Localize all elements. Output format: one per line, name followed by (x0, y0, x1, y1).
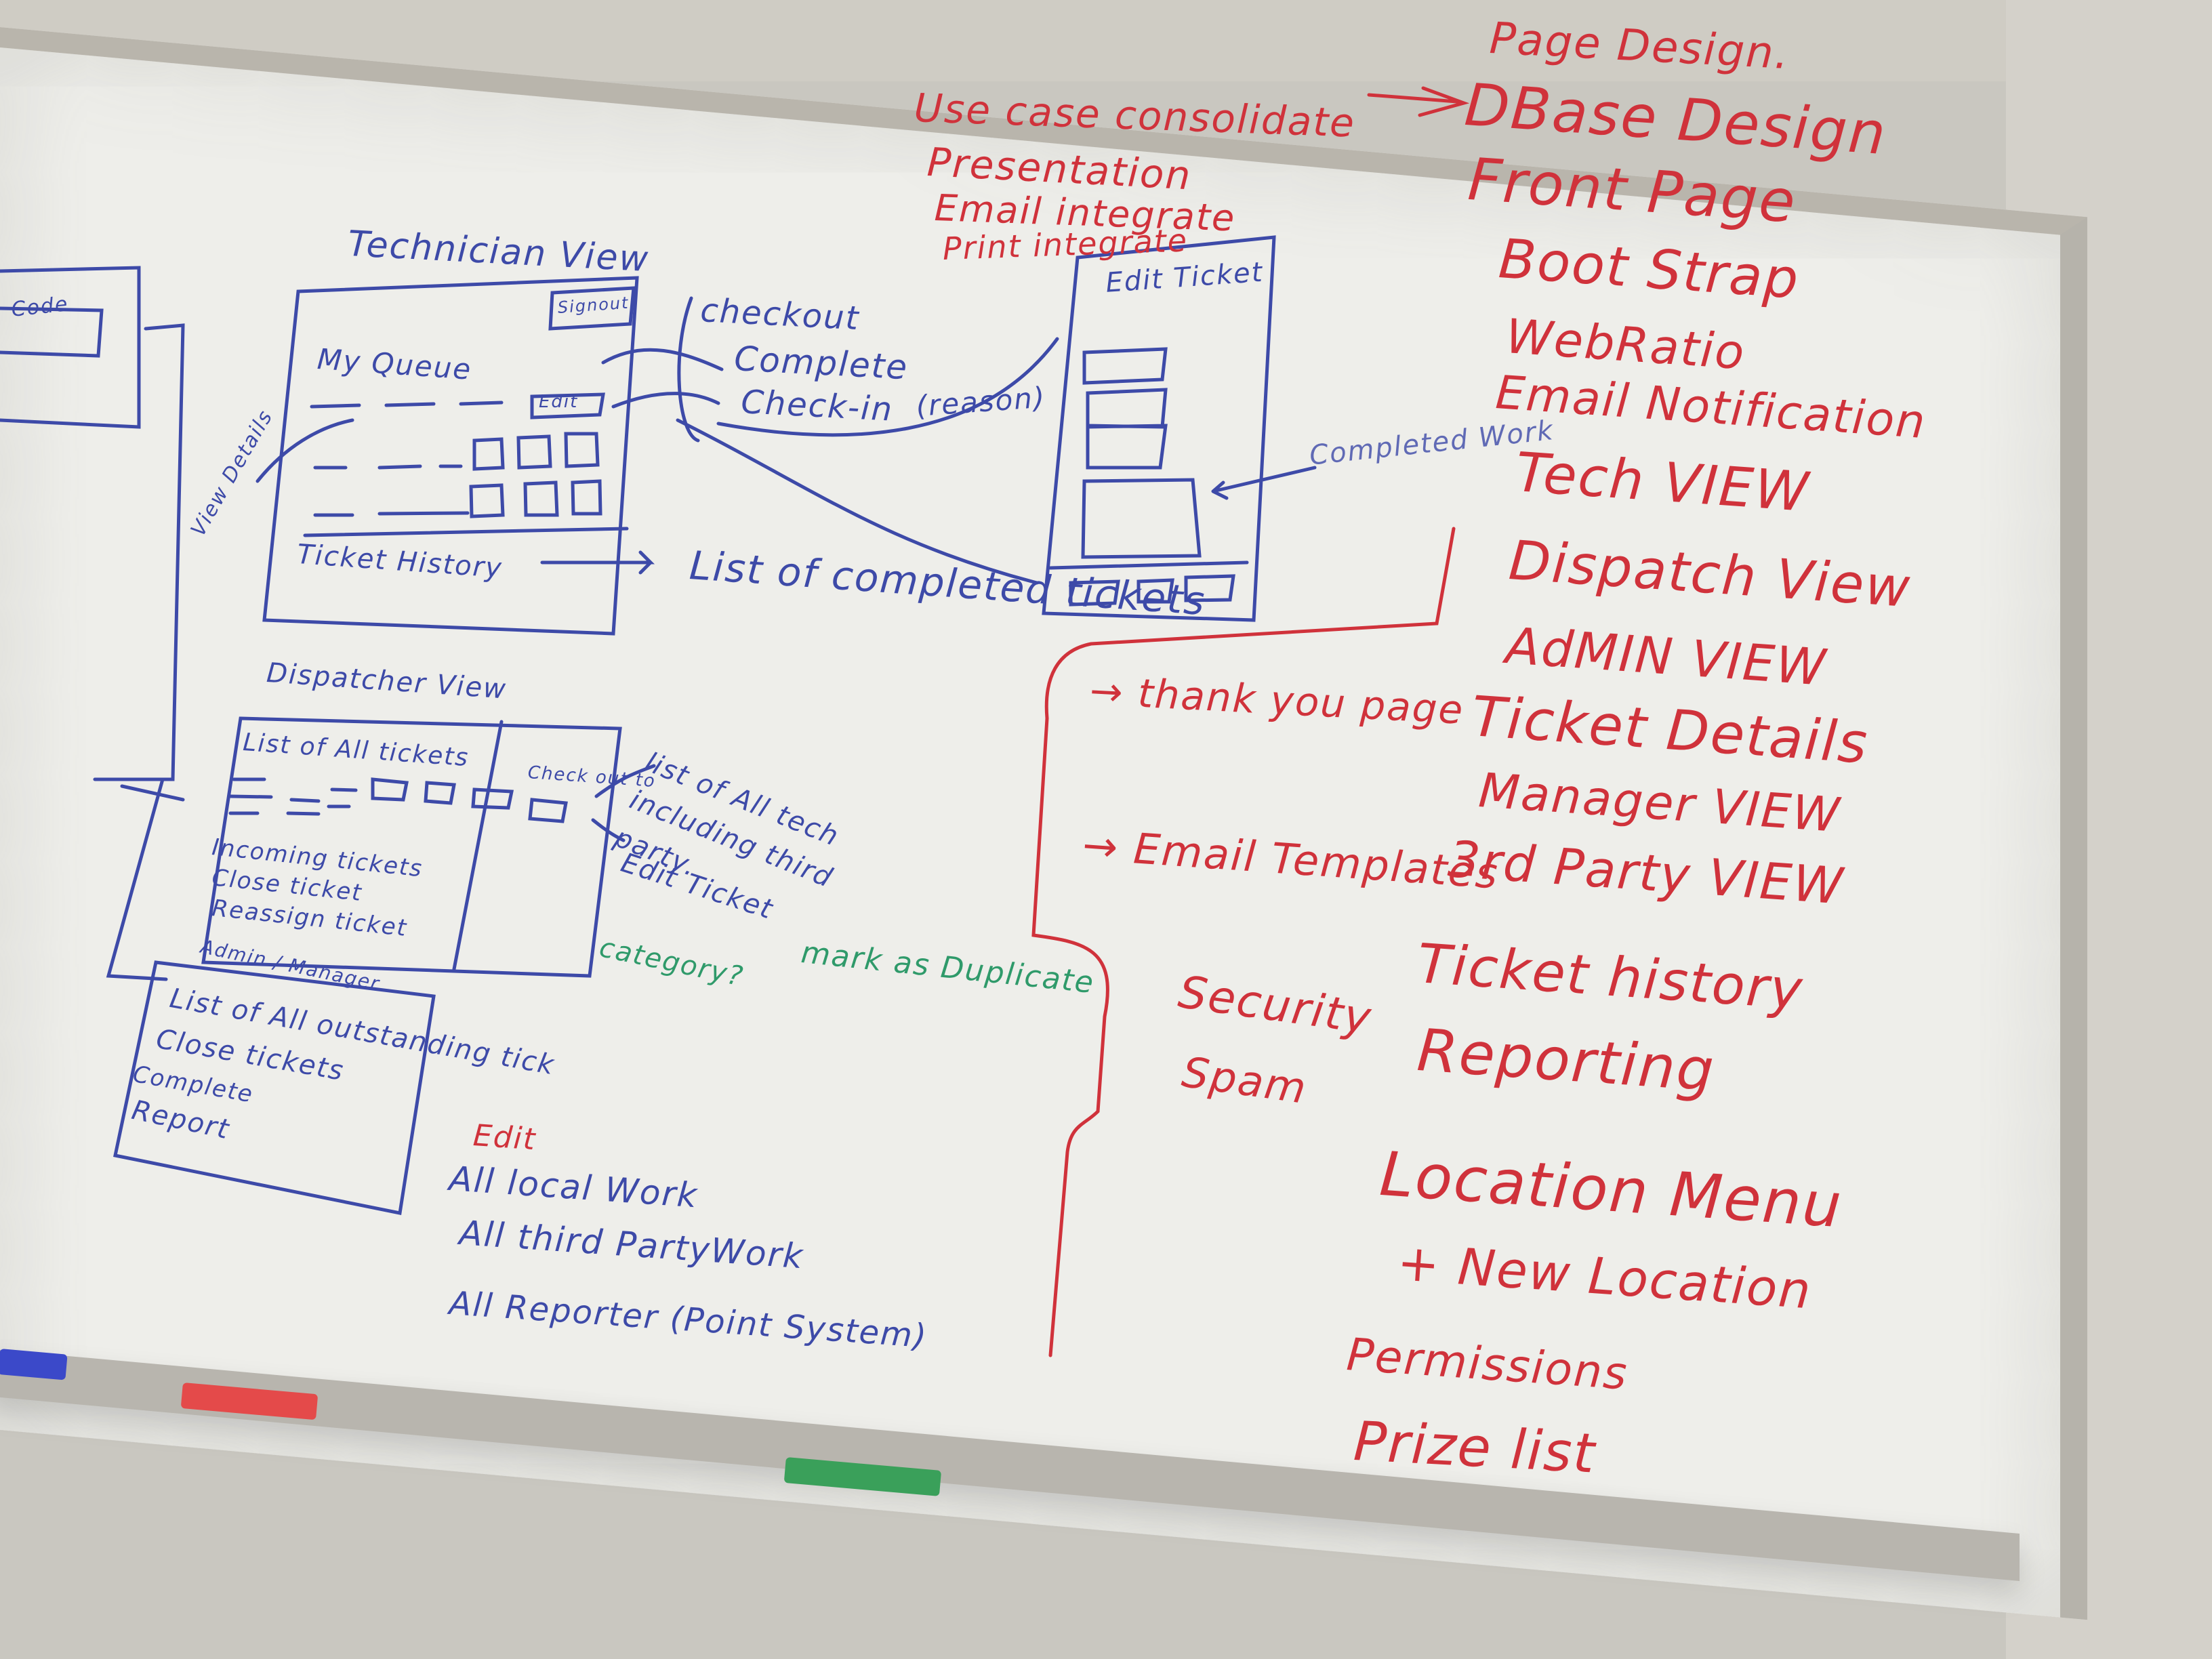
edit-label: Edit (539, 392, 579, 412)
checkin-label: Check-in (740, 383, 895, 429)
edit-note: Edit (472, 1118, 537, 1158)
red-item: Prize list (1352, 1410, 1598, 1486)
